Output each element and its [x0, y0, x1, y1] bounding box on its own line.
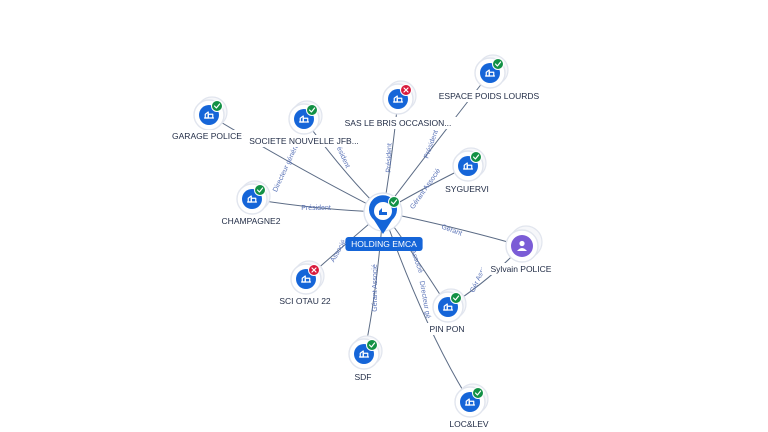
- edge-label: Gérant Associé: [372, 264, 379, 312]
- check-icon: [452, 295, 460, 301]
- building-glyph: [207, 113, 214, 119]
- company-node-poids[interactable]: ESPACE POIDS LOURDS: [437, 54, 541, 102]
- active-status-badge: [211, 100, 223, 112]
- center-node[interactable]: HOLDING EMCA: [345, 192, 423, 251]
- check-icon: [256, 187, 264, 193]
- cross-icon: [311, 267, 317, 273]
- company-node-sciotau[interactable]: SCI OTAU 22: [273, 260, 337, 307]
- node-label-background: [443, 183, 491, 195]
- active-status-badge: [254, 184, 266, 196]
- edge-label: Président: [385, 143, 393, 173]
- edge-label: Associé: [330, 239, 348, 264]
- node-label-background: [336, 117, 460, 129]
- company-node-champagne2[interactable]: CHAMPAGNE2: [222, 180, 281, 227]
- company-node-garage[interactable]: GARAGE POLICE: [170, 96, 244, 142]
- check-icon: [472, 154, 480, 160]
- edge-label: Président: [423, 129, 440, 159]
- node-label: SAS LE BRIS OCCASION...: [345, 118, 452, 128]
- company-node-sdf[interactable]: SDF: [348, 335, 383, 383]
- active-status-badge: [472, 387, 484, 399]
- node-label-background: [170, 130, 244, 142]
- edge-label: Associé: [409, 249, 424, 275]
- active-status-badge: [388, 196, 400, 208]
- company-node-loclev[interactable]: LOC&LEV: [447, 383, 491, 430]
- check-icon: [368, 342, 376, 348]
- building-glyph: [488, 71, 495, 77]
- building-icon: [379, 208, 387, 215]
- node-label-background: [273, 295, 337, 307]
- person-node-sylvain[interactable]: Sylvain POLICE: [482, 225, 560, 275]
- check-icon: [390, 199, 398, 205]
- check-icon: [494, 61, 502, 67]
- node-label: SDF: [355, 372, 372, 382]
- node-label-background: [425, 323, 469, 335]
- center-label: HOLDING EMCA: [351, 239, 417, 249]
- building-glyph: [362, 352, 369, 358]
- cross-icon: [403, 87, 409, 93]
- node-label-background: [447, 418, 491, 430]
- node-label: CHAMPAGNE2: [222, 216, 281, 226]
- building-glyph: [302, 117, 309, 123]
- company-node-jfb[interactable]: SOCIETE NOUVELLE JFB...: [242, 100, 366, 147]
- node-label: LOC&LEV: [449, 419, 489, 429]
- active-status-badge: [366, 339, 378, 351]
- node-label-background: [482, 263, 560, 275]
- node-label: SCI OTAU 22: [279, 296, 331, 306]
- building-glyph: [250, 197, 257, 203]
- node-label: SYGUERVI: [445, 184, 489, 194]
- person-body-glyph: [517, 248, 527, 251]
- active-status-badge: [470, 151, 482, 163]
- active-status-badge: [492, 58, 504, 70]
- building-glyph: [396, 97, 403, 103]
- edge-label: Directeur général: [272, 141, 301, 193]
- node-label-background: [222, 215, 280, 227]
- building-glyph: [379, 208, 387, 215]
- building-glyph: [446, 305, 453, 311]
- node-label: PIN PON: [430, 324, 465, 334]
- active-status-badge: [306, 104, 318, 116]
- company-node-syguervi[interactable]: SYGUERVI: [443, 147, 491, 195]
- building-glyph: [468, 400, 475, 406]
- active-status-badge: [450, 292, 462, 304]
- center-label-badge: [345, 237, 423, 251]
- node-label: GARAGE POLICE: [172, 131, 242, 141]
- node-label-background: [437, 90, 541, 102]
- node-label-background: [242, 135, 366, 147]
- edge-label: Gérant: [440, 224, 463, 238]
- node-label-background: [351, 371, 375, 383]
- company-node-sasbris[interactable]: SAS LE BRIS OCCASION...: [336, 80, 460, 129]
- edge-label: Gérant Associé: [409, 168, 442, 211]
- check-icon: [308, 107, 316, 113]
- check-icon: [213, 103, 221, 109]
- edge-label: Directeur gé: [418, 280, 432, 319]
- person-head-glyph: [519, 240, 525, 247]
- check-icon: [474, 390, 482, 396]
- company-node-pinpon[interactable]: PIN PON: [425, 288, 469, 335]
- building-glyph: [304, 277, 311, 283]
- relationship-edge: [208, 114, 384, 213]
- node-label: ESPACE POIDS LOURDS: [439, 91, 540, 101]
- node-label: SOCIETE NOUVELLE JFB...: [249, 136, 359, 146]
- node-label: Sylvain POLICE: [491, 264, 552, 274]
- building-glyph: [466, 164, 473, 170]
- pin-inner: [374, 202, 392, 220]
- edge-label: Président: [301, 205, 331, 212]
